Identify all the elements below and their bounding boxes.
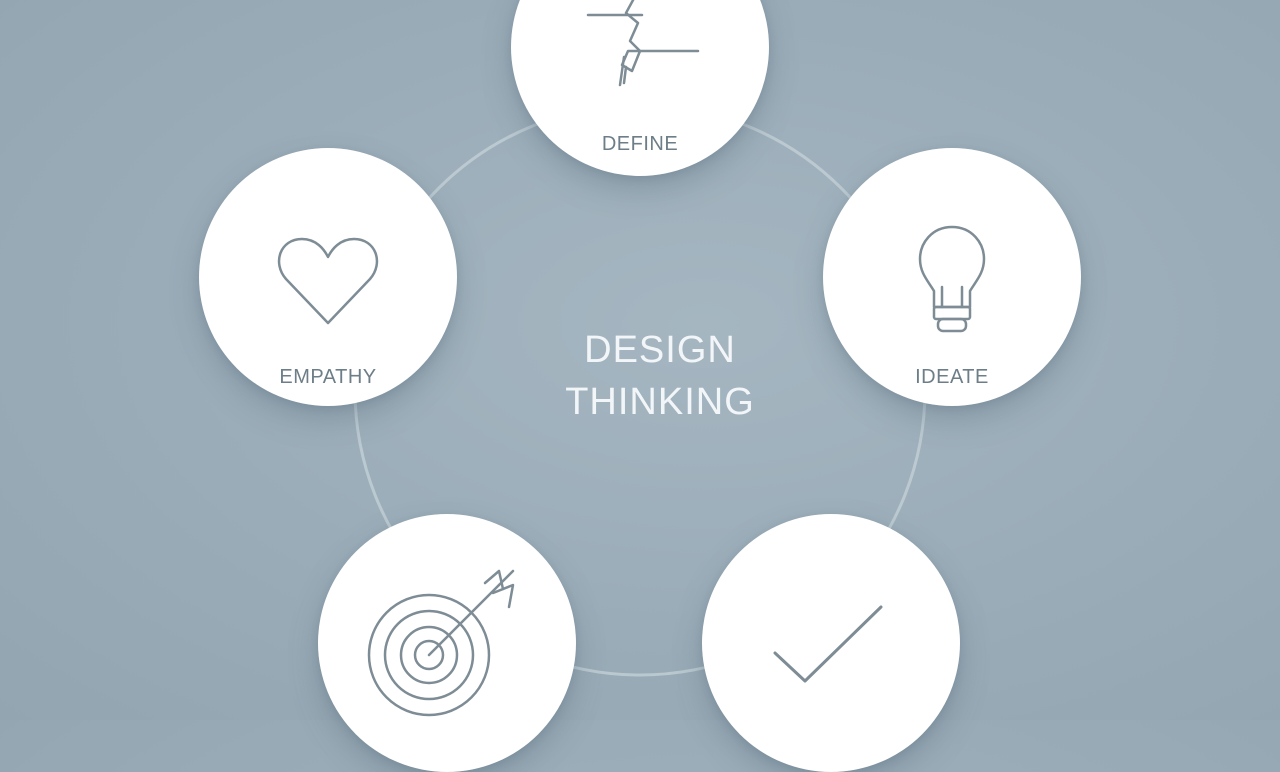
design-thinking-diagram: DEFINE EMPATHY IDEATE [199,0,1081,717]
heart-icon [277,237,379,325]
stage-ideate: IDEATE [823,148,1081,406]
stage-label: IDEATE [915,366,989,388]
lightbulb-icon [918,225,986,333]
stage-define: DEFINE [511,0,769,176]
pencil-lightning-icon [586,0,700,87]
stage-target [318,514,576,772]
stage-empathy: EMPATHY [199,148,457,406]
diagram-title-line1: DESIGN [584,329,736,371]
stage-label: EMPATHY [279,366,377,388]
checkmark-icon [773,605,883,683]
stage-check [702,514,960,772]
target-arrow-icon [367,569,515,717]
stage-label: DEFINE [601,133,679,155]
diagram-title-line2: THINKING [565,381,755,423]
